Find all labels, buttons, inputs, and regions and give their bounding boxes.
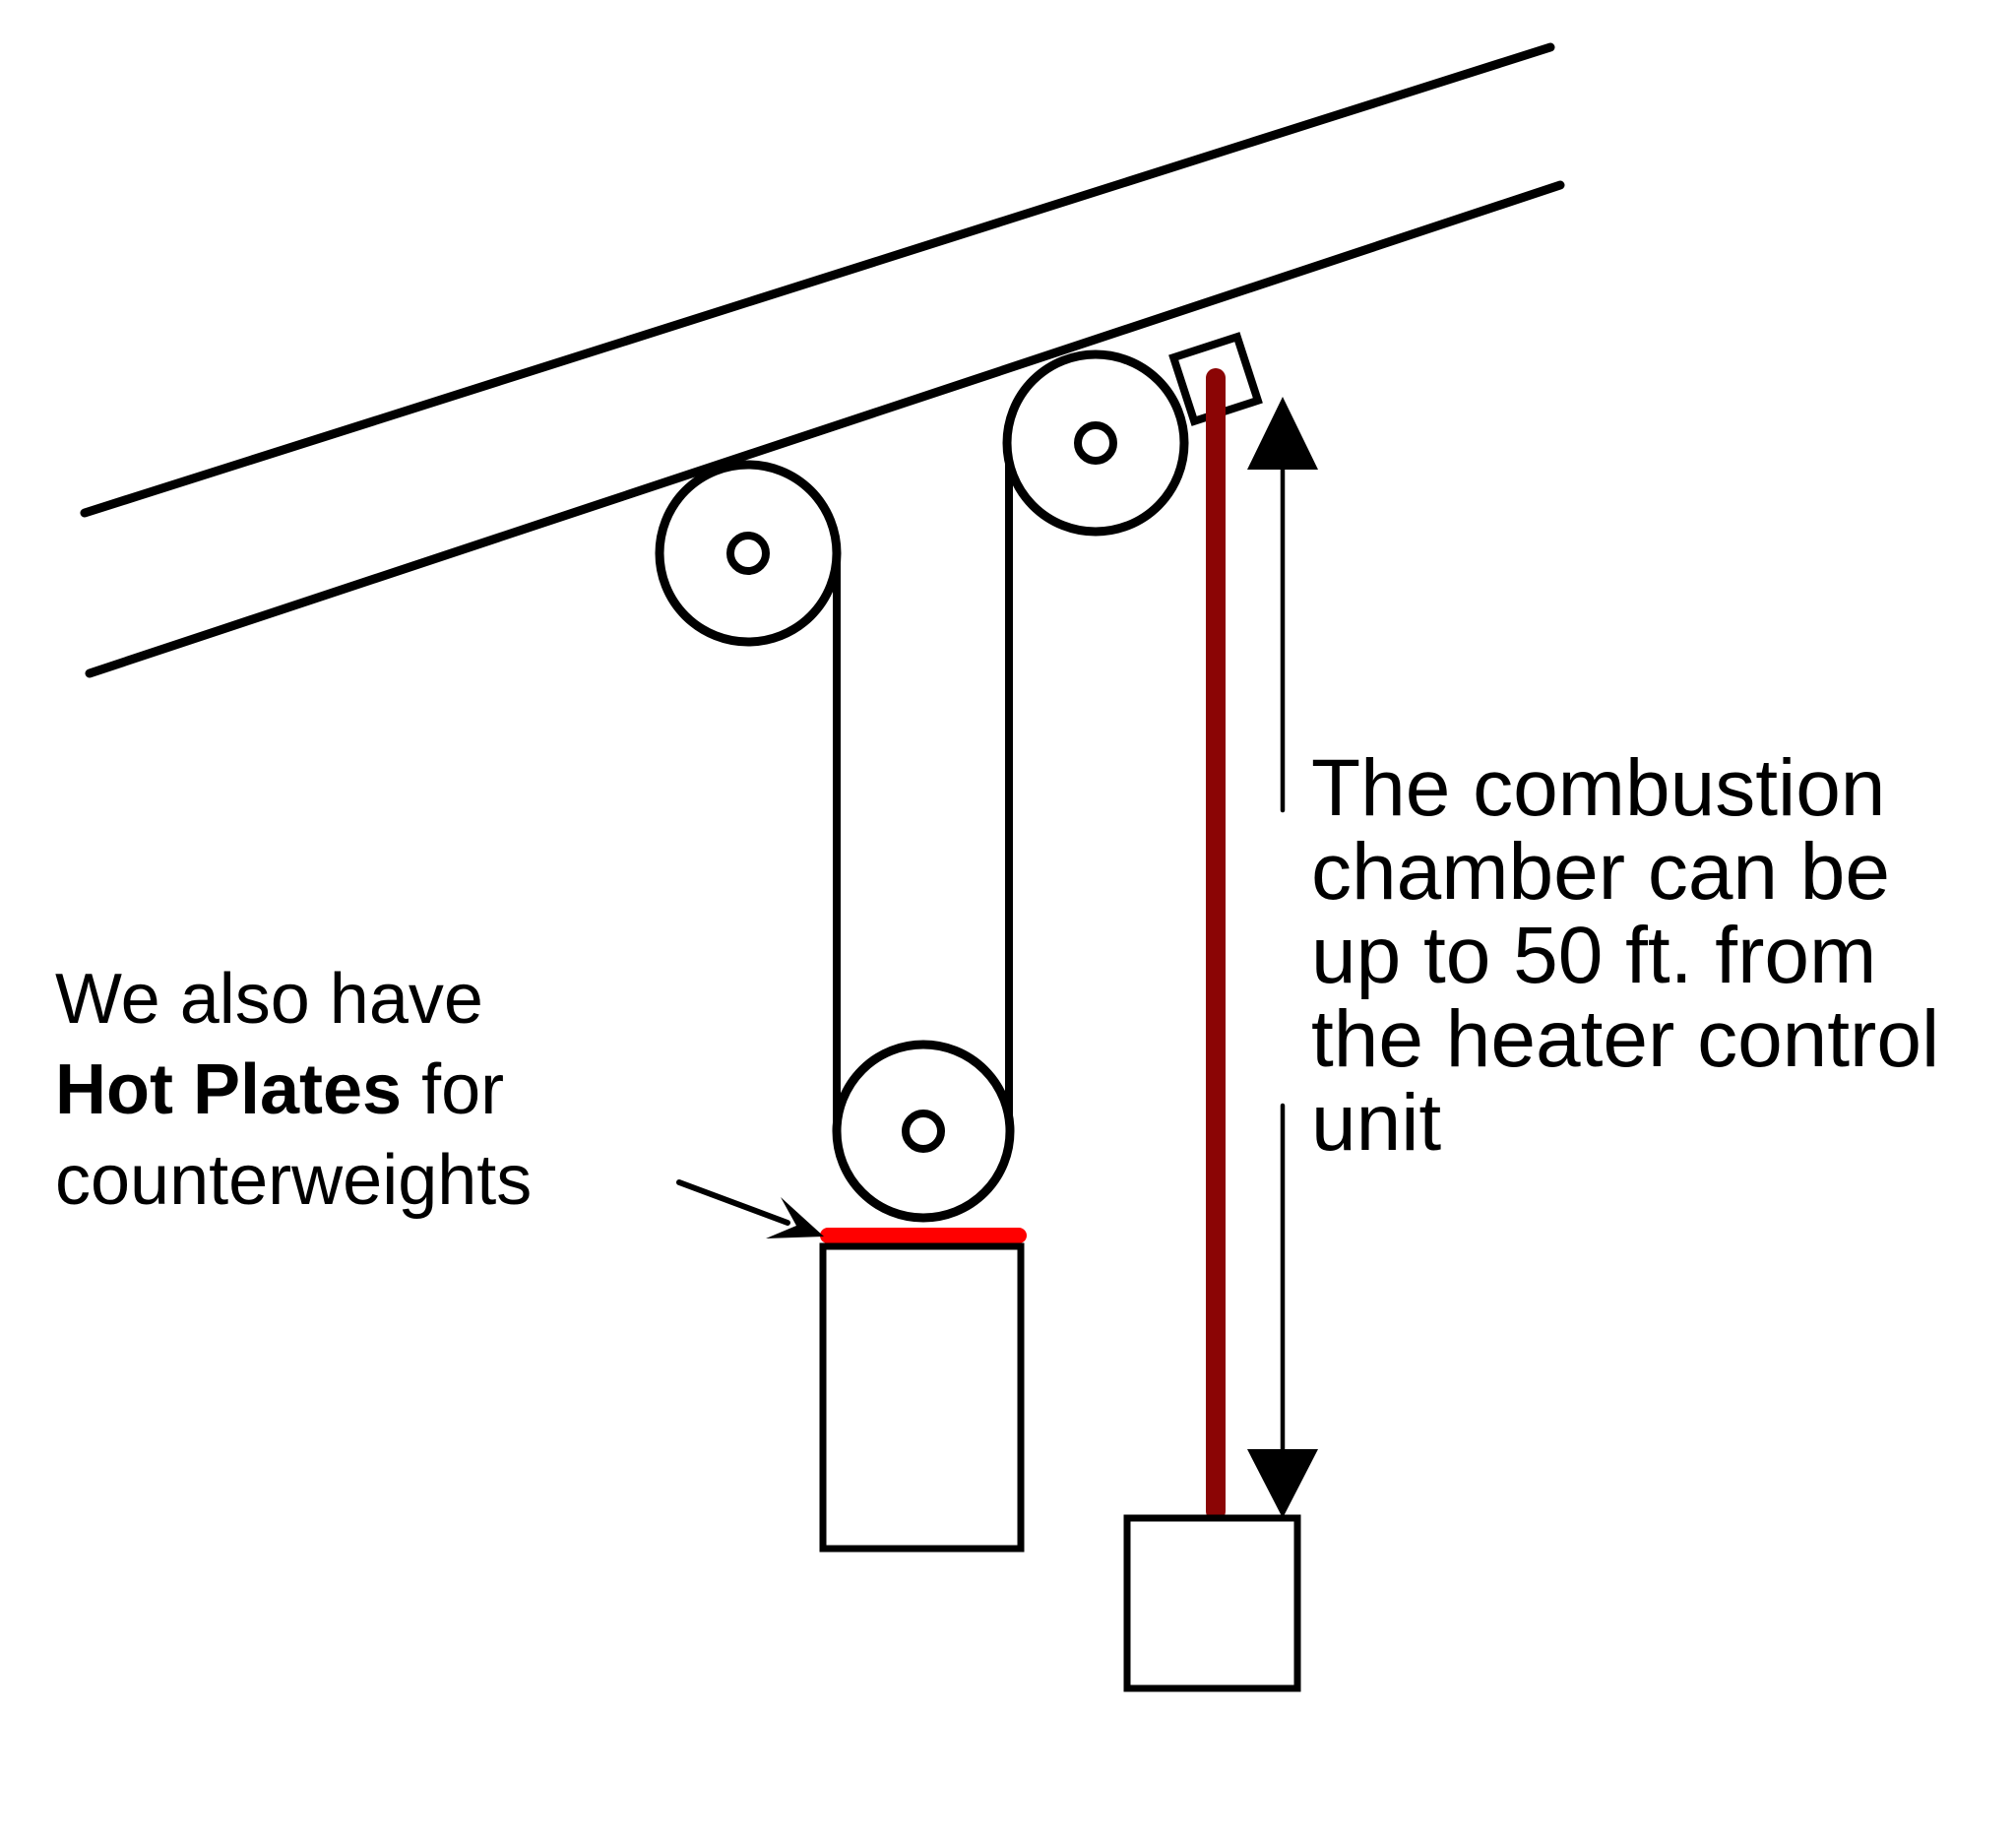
dimension-arrowhead-up-icon — [1247, 397, 1318, 470]
left-note-hot-plates-bold: Hot Plates — [55, 1050, 403, 1129]
ceiling-upper-line — [80, 42, 1555, 518]
left-note-line2-rest: for — [402, 1050, 505, 1129]
right-note-line3: up to 50 ft. from — [1311, 911, 1877, 1000]
right-note-line1: The combustion — [1311, 743, 1886, 833]
heater-control-box — [1123, 1514, 1301, 1692]
left-note-line3: counterweights — [55, 1141, 533, 1220]
pulley-right-axle — [1074, 421, 1117, 465]
left-note-line1: We also have — [55, 960, 483, 1039]
dimension-arrowhead-down-icon — [1247, 1449, 1318, 1518]
pulley-bottom-axle — [902, 1110, 945, 1153]
right-note-line2: chamber can be — [1311, 827, 1891, 917]
left-note: We also have Hot Plates for counterweigh… — [55, 954, 532, 1226]
counterweight-box — [819, 1242, 1025, 1553]
right-note: The combustion chamber can be up to 50 f… — [1311, 746, 1939, 1165]
hot-plate-callout-arrowhead-icon — [766, 1197, 824, 1238]
pulley-left-axle — [726, 532, 770, 575]
left-note-line2: Hot Plates for — [55, 1045, 532, 1135]
ceiling-lower-line — [85, 180, 1565, 678]
right-note-line5: unit — [1311, 1078, 1442, 1168]
hot-plate-callout-line — [676, 1179, 790, 1226]
right-note-line4: the heater control — [1311, 994, 1940, 1084]
